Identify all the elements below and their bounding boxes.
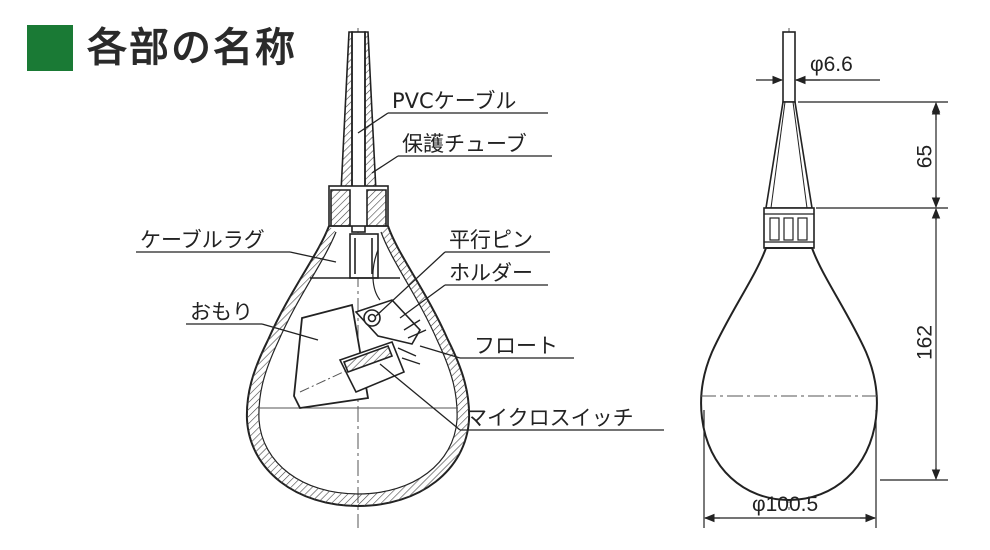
leader-lines <box>136 112 664 431</box>
cable-external <box>782 31 796 103</box>
dimension-lines <box>703 75 948 528</box>
internal-wire <box>372 249 381 301</box>
float-body-external <box>700 247 878 502</box>
weight-dashline <box>299 367 353 393</box>
dim-stem-height: 65 <box>913 144 937 169</box>
title-square-icon <box>27 25 73 71</box>
page-title: 各部の名称 <box>87 25 297 71</box>
switch-terminals <box>397 319 427 365</box>
label-parallel-pin: 平行ピン <box>449 228 533 252</box>
title-block: 各部の名称 <box>27 22 297 74</box>
sectional-view <box>245 28 471 528</box>
label-holder: ホルダー <box>449 261 533 285</box>
external-view <box>700 28 878 510</box>
dim-body-diameter: φ100.5 <box>752 493 819 516</box>
label-float: フロート <box>474 334 558 358</box>
weight-block <box>293 303 370 409</box>
label-micro-switch: マイクロスイッチ <box>466 406 634 430</box>
label-weight: おもり <box>190 300 253 324</box>
parallel-pin-inner <box>367 313 377 323</box>
label-pvc-cable: PVCケーブル <box>392 89 517 113</box>
micro-switch-hatch <box>342 344 394 374</box>
nut-external <box>763 207 815 249</box>
cap-hatch-right <box>366 189 387 227</box>
dim-cable-diameter: φ6.6 <box>810 53 853 76</box>
protective-tube-left-wall <box>340 31 353 193</box>
dim-body-height: 162 <box>913 324 937 361</box>
label-protective-tube: 保護チューブ <box>402 132 527 156</box>
protective-tube-right-wall <box>364 31 377 193</box>
cap-hatch-left <box>330 189 351 227</box>
label-cable-lug: ケーブルラグ <box>140 228 265 252</box>
